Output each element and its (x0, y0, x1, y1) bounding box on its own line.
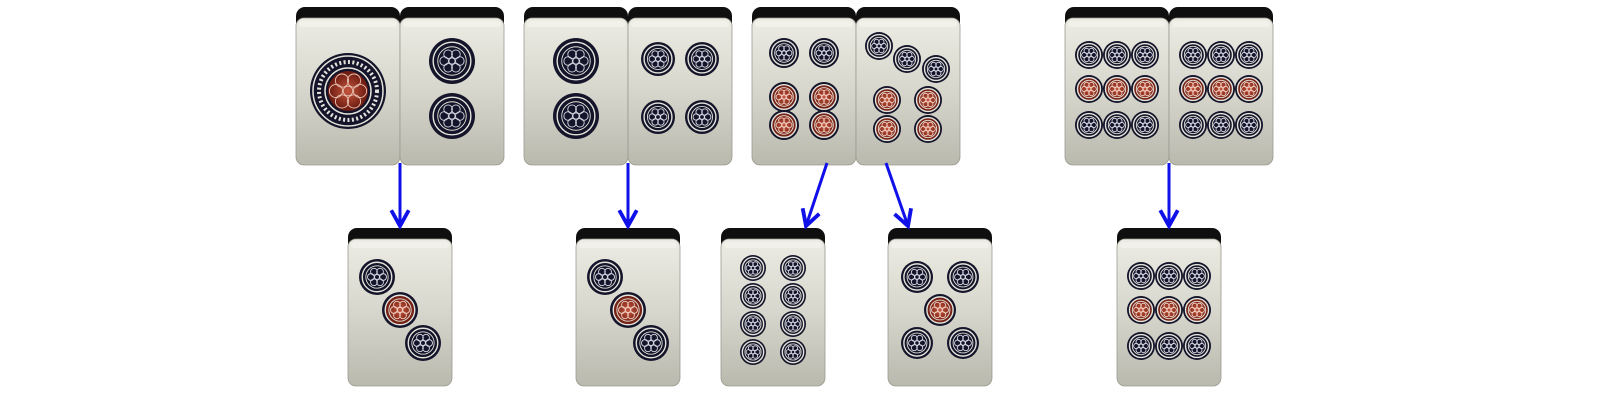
dark-circle-pip (1235, 111, 1263, 139)
dark-circle-pip (553, 38, 599, 84)
dark-circle-pip (553, 93, 599, 139)
red-circle-pip (809, 110, 839, 140)
dark-circle-pip (1127, 262, 1155, 290)
dark-circle-pip (1155, 262, 1183, 290)
red-circle-pip (1155, 296, 1183, 324)
dark-circle-pip (947, 261, 979, 293)
dark-circle-pip (780, 283, 806, 309)
dark-circle-pip (1155, 332, 1183, 360)
dark-circle-pip (780, 339, 806, 365)
dark-circle-pip (1103, 111, 1131, 139)
dark-circle-pip (310, 53, 386, 129)
source-tile-circles-2 (523, 7, 629, 166)
red-circle-pip (1131, 75, 1159, 103)
dark-circle-pip (1183, 332, 1211, 360)
dark-circle-pip (641, 42, 675, 76)
dark-circle-pip (740, 311, 766, 337)
red-circle-pip (1103, 75, 1131, 103)
result-tile-circles-8 (720, 228, 826, 387)
dark-circle-pip (1183, 262, 1211, 290)
dark-circle-pip (865, 32, 893, 60)
red-circle-pip (1207, 75, 1235, 103)
source-tile-circles-4 (627, 7, 733, 166)
source-tile-circles-1 (295, 7, 401, 166)
result-tile-circles-3 (575, 228, 681, 387)
dark-circle-pip (809, 38, 839, 68)
dark-circle-pip (740, 255, 766, 281)
source-tile-circles-7 (855, 7, 961, 166)
dark-circle-pip (1207, 111, 1235, 139)
red-circle-pip (873, 115, 901, 143)
dark-circle-pip (633, 325, 669, 361)
red-circle-pip (610, 292, 646, 328)
tile-face (627, 17, 733, 166)
dark-circle-pip (780, 255, 806, 281)
result-tile-circles-3 (347, 228, 453, 387)
dark-circle-pip (1075, 111, 1103, 139)
dark-circle-pip (1207, 41, 1235, 69)
dark-circle-pip (922, 55, 950, 83)
dark-circle-pip (901, 327, 933, 359)
dark-circle-pip (587, 259, 623, 295)
dark-circle-pip (359, 259, 395, 295)
result-tile-circles-9 (1116, 228, 1222, 387)
source-tile-circles-6 (751, 7, 857, 166)
red-circle-pip (382, 292, 418, 328)
red-circle-pip (809, 82, 839, 112)
red-circle-pip (1075, 75, 1103, 103)
dark-circle-pip (901, 261, 933, 293)
dark-circle-pip (893, 45, 921, 73)
dark-circle-pip (1127, 332, 1155, 360)
dark-circle-pip (641, 100, 675, 134)
dark-circle-pip (1179, 111, 1207, 139)
red-circle-pip (769, 110, 799, 140)
dark-circle-pip (769, 38, 799, 68)
dark-circle-pip (1075, 41, 1103, 69)
dark-circle-pip (429, 93, 475, 139)
dark-circle-pip (685, 100, 719, 134)
dark-circle-pip (685, 42, 719, 76)
result-tile-circles-5 (887, 228, 993, 387)
red-circle-pip (914, 115, 942, 143)
dark-circle-pip (1131, 41, 1159, 69)
red-circle-pip (1179, 75, 1207, 103)
red-circle-pip (1235, 75, 1263, 103)
source-tile-circles-9 (1168, 7, 1274, 166)
source-tile-circles-9 (1064, 7, 1170, 166)
tile-face (720, 238, 826, 387)
red-circle-pip (924, 294, 956, 326)
dark-circle-pip (947, 327, 979, 359)
dark-circle-pip (1103, 41, 1131, 69)
dark-circle-pip (740, 283, 766, 309)
arrow-icon (884, 162, 908, 226)
dark-circle-pip (405, 325, 441, 361)
red-circle-pip (769, 82, 799, 112)
tile-face (399, 17, 505, 166)
dark-circle-pip (1179, 41, 1207, 69)
dark-circle-pip (740, 339, 766, 365)
arrow-icon (806, 162, 829, 226)
red-circle-pip (1127, 296, 1155, 324)
red-circle-pip (914, 86, 942, 114)
dark-circle-pip (429, 38, 475, 84)
dark-circle-pip (1131, 111, 1159, 139)
dark-circle-pip (1235, 41, 1263, 69)
red-circle-pip (873, 86, 901, 114)
red-circle-pip (1183, 296, 1211, 324)
tile-face (751, 17, 857, 166)
dark-circle-pip (780, 311, 806, 337)
source-tile-circles-2 (399, 7, 505, 166)
